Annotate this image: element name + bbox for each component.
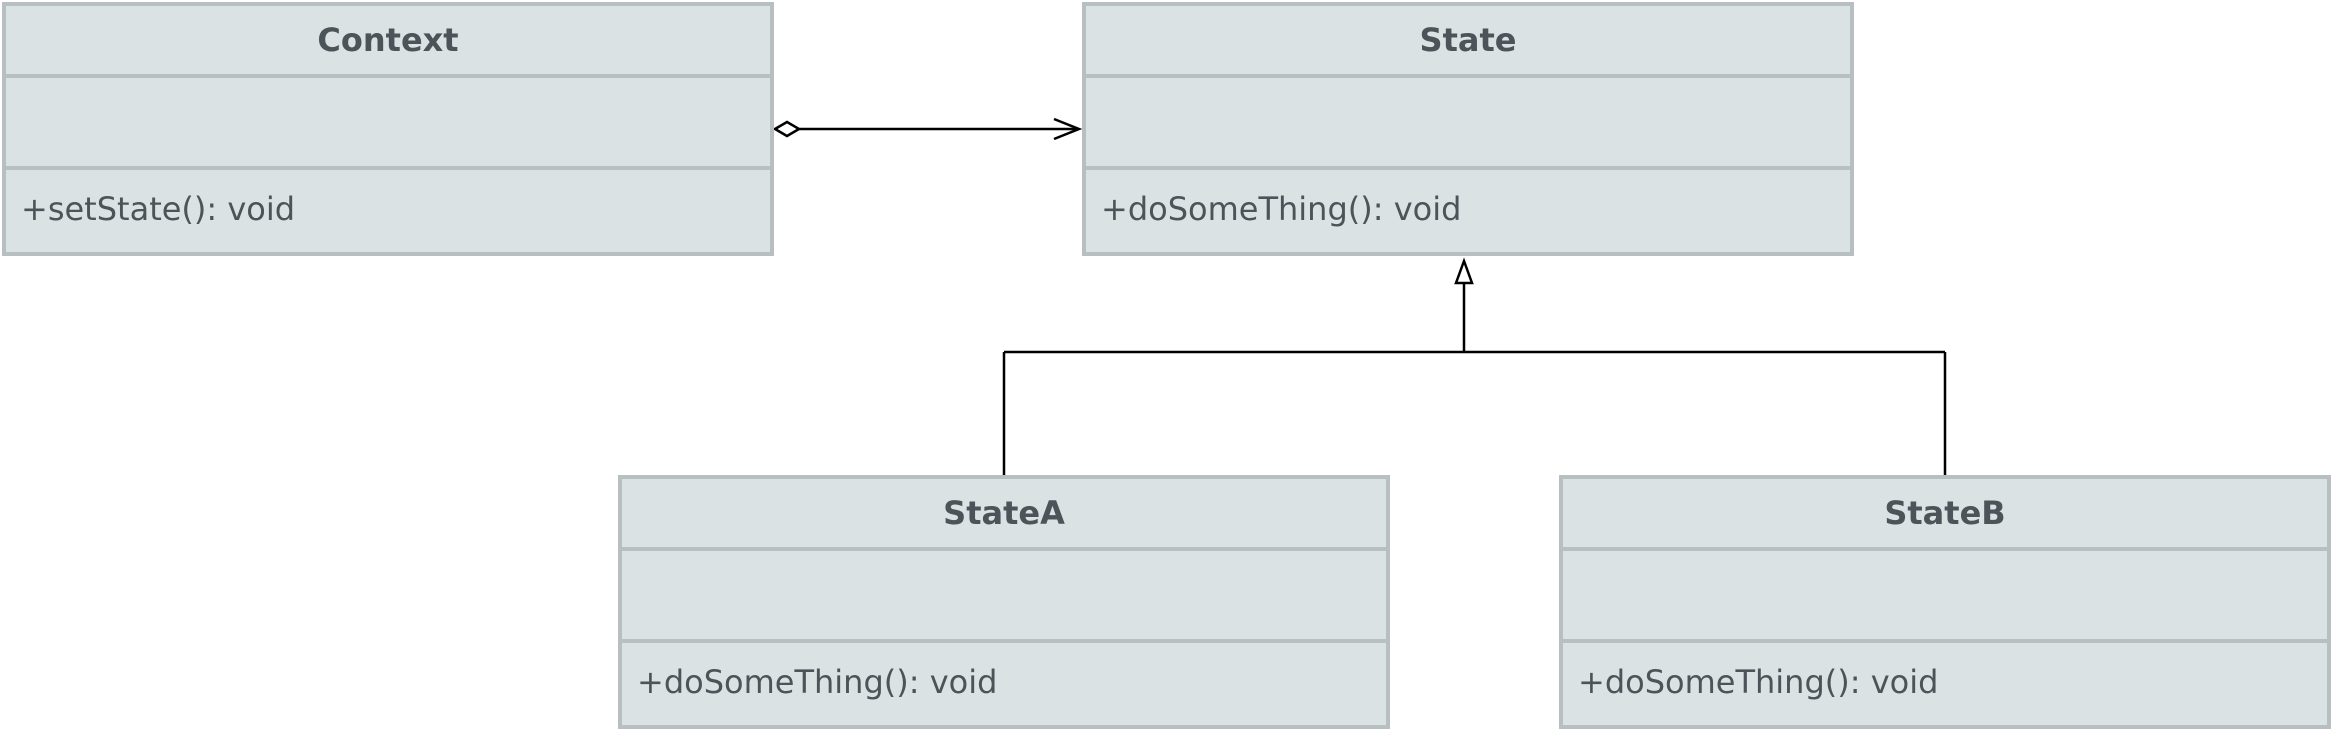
operation: +setState(): void <box>21 190 296 228</box>
class-name: State <box>1086 6 1850 78</box>
class-name: StateB <box>1563 479 2327 551</box>
operation: +doSomeThing(): void <box>637 663 998 701</box>
operations-compartment: +doSomeThing(): void <box>1086 170 1850 252</box>
aggregation-connector <box>772 117 1083 141</box>
operation: +doSomeThing(): void <box>1101 190 1462 228</box>
attributes-compartment <box>622 551 1386 643</box>
navigability-arrowhead-icon <box>1053 117 1083 141</box>
attributes-compartment <box>6 78 770 170</box>
class-name: Context <box>6 6 770 78</box>
class-name: StateA <box>622 479 1386 551</box>
operation: +doSomeThing(): void <box>1578 663 1939 701</box>
generalization-triangle-icon <box>1454 257 1474 285</box>
class-state[interactable]: State +doSomeThing(): void <box>1082 2 1854 256</box>
aggregation-diamond-icon <box>772 120 802 138</box>
operations-compartment: +setState(): void <box>6 170 770 252</box>
attributes-compartment <box>1086 78 1850 170</box>
attributes-compartment <box>1563 551 2327 643</box>
operations-compartment: +doSomeThing(): void <box>1563 643 2327 725</box>
operations-compartment: +doSomeThing(): void <box>622 643 1386 725</box>
class-context[interactable]: Context +setState(): void <box>2 2 774 256</box>
class-stateb[interactable]: StateB +doSomeThing(): void <box>1559 475 2331 729</box>
generalization-connector <box>1002 257 1947 476</box>
class-statea[interactable]: StateA +doSomeThing(): void <box>618 475 1390 729</box>
